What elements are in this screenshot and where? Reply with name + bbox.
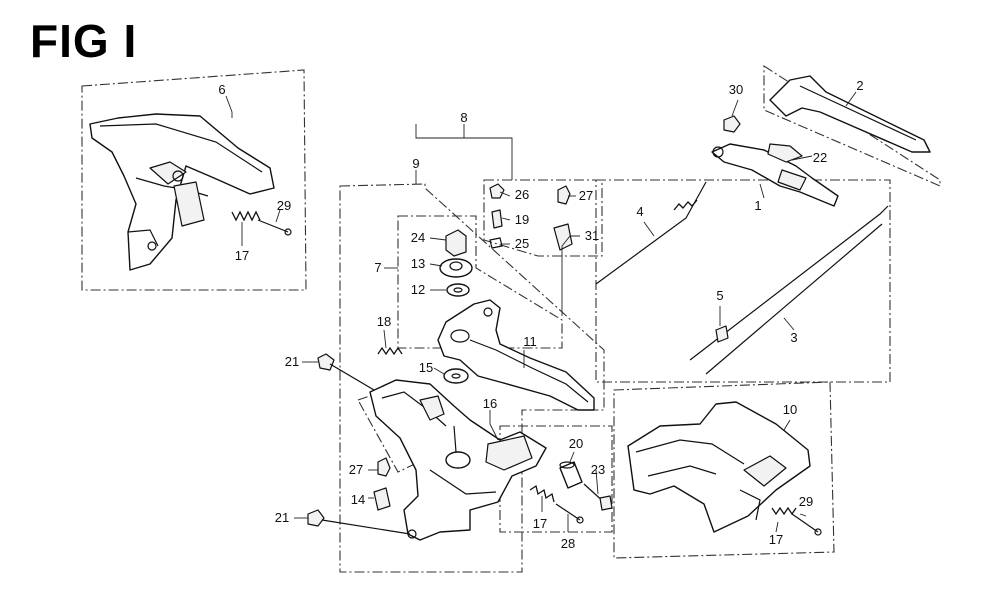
callout-11: 11 — [523, 334, 537, 349]
frame-part-10 — [613, 381, 835, 559]
callout-15: 15 — [419, 360, 433, 375]
part-12-washer — [446, 283, 470, 297]
part-29-pin-b — [791, 513, 822, 536]
part-2-lever — [769, 75, 931, 153]
part-31-clip — [553, 223, 573, 251]
callout-14: 14 — [351, 492, 365, 507]
callout-27-b: 27 — [349, 462, 363, 477]
frame-part-8-sub — [483, 179, 603, 257]
part-28-screw — [555, 503, 584, 524]
callout-20: 20 — [569, 436, 583, 451]
frame-part-3 — [595, 179, 891, 383]
callout-21-b: 21 — [275, 510, 289, 525]
part-15-washer — [443, 368, 469, 384]
part-3-rod — [689, 205, 889, 375]
leader-lines — [225, 91, 857, 533]
callout-28: 28 — [561, 536, 575, 551]
part-25-clip — [489, 237, 503, 249]
part-4-rod — [595, 181, 707, 285]
callout-17-c: 17 — [769, 532, 783, 547]
frame-part-9 — [339, 183, 605, 573]
part-11-governor-arm — [437, 299, 595, 411]
part-27-bolt-a — [557, 185, 571, 205]
figure-title: FIG I — [30, 15, 138, 67]
callout-22: 22 — [813, 150, 827, 165]
part-17-spring-c — [771, 506, 797, 516]
callout-17-b: 17 — [533, 516, 547, 531]
part-5-clip — [715, 325, 729, 343]
callout-8: 8 — [460, 110, 467, 125]
part-1-lever-assembly — [711, 143, 839, 207]
callout-29-a: 29 — [277, 198, 291, 213]
callout-16: 16 — [483, 396, 497, 411]
callout-12: 12 — [411, 282, 425, 297]
part-19-clip — [491, 209, 503, 229]
callout-9: 9 — [412, 156, 419, 171]
callout-27-a: 27 — [579, 188, 593, 203]
callout-21-a: 21 — [285, 354, 299, 369]
callout-3: 3 — [790, 330, 797, 345]
part-17-spring-a — [231, 210, 261, 222]
callout-31: 31 — [585, 228, 599, 243]
part-18-spring — [377, 346, 403, 356]
callout-10: 10 — [783, 402, 797, 417]
callout-2: 2 — [856, 78, 863, 93]
part-16-base-plate — [369, 379, 547, 541]
part-callouts: 6 8 9 26 27 19 31 24 25 7 13 12 18 11 21… — [218, 78, 863, 551]
part-24-nut — [445, 229, 467, 257]
part-6-bracket — [89, 113, 275, 271]
callout-25: 25 — [515, 236, 529, 251]
part-10-cover — [627, 401, 811, 533]
callout-29-b: 29 — [799, 494, 813, 509]
part-29-pin-a — [257, 219, 292, 236]
callout-5: 5 — [716, 288, 723, 303]
callout-23: 23 — [591, 462, 605, 477]
callout-6: 6 — [218, 82, 225, 97]
callout-19: 19 — [515, 212, 529, 227]
part-27-bolt-b — [377, 457, 391, 477]
part-14-clip — [373, 487, 391, 511]
callout-13: 13 — [411, 256, 425, 271]
part-13-washer — [439, 258, 473, 278]
callout-18: 18 — [377, 314, 391, 329]
part-17-spring-b — [529, 484, 555, 503]
part-26-bolt — [489, 183, 505, 199]
frame-part-2 — [763, 64, 941, 187]
callout-4: 4 — [636, 204, 643, 219]
callout-7: 7 — [374, 260, 381, 275]
callout-17-a: 17 — [235, 248, 249, 263]
part-23-bolt — [583, 483, 613, 511]
callout-30: 30 — [729, 82, 743, 97]
part-20-bushing — [559, 461, 583, 489]
frame-part-6 — [81, 69, 307, 291]
callout-24: 24 — [411, 230, 425, 245]
callout-1: 1 — [754, 198, 761, 213]
callout-26: 26 — [515, 187, 529, 202]
part-21-bolt-b — [307, 509, 411, 535]
part-30-nut — [723, 115, 741, 133]
